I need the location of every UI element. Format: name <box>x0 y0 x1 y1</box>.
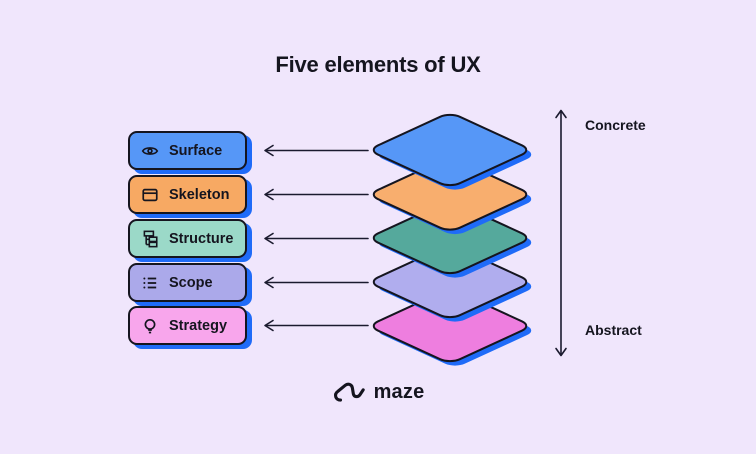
label-chip-surface: Surface <box>128 131 247 170</box>
layer-label: Scope <box>169 274 213 291</box>
list-icon <box>141 274 159 292</box>
maze-logo-icon <box>332 380 366 405</box>
layer-label: Surface <box>169 142 223 159</box>
maze-logo: maze <box>0 380 756 405</box>
page-title: Five elements of UX <box>275 52 481 77</box>
arrow-surface <box>264 144 369 157</box>
layer-arrows <box>264 144 369 332</box>
arrow-skeleton <box>264 188 369 201</box>
label-chip-structure: Structure <box>128 219 247 258</box>
arrow-scope <box>264 276 369 289</box>
axis-label-abstract: Abstract <box>585 322 642 338</box>
layer-label: Strategy <box>169 317 228 334</box>
arrow-structure <box>264 232 369 245</box>
concrete-abstract-axis <box>555 109 567 357</box>
arrow-strategy <box>264 319 369 332</box>
label-chip-scope: Scope <box>128 263 247 302</box>
maze-logo-text: maze <box>373 381 425 403</box>
label-chip-skeleton: Skeleton <box>128 175 247 214</box>
sitemap-icon <box>141 230 159 248</box>
axis-arrowhead-up <box>555 109 567 119</box>
diamond-surface <box>368 112 532 190</box>
label-chip-strategy: Strategy <box>128 306 247 345</box>
diamond-stack <box>368 112 532 366</box>
layer-label: Structure <box>169 230 234 247</box>
lightbulb-icon <box>141 317 159 335</box>
layer-label: Skeleton <box>169 186 230 203</box>
eye-icon <box>141 142 159 160</box>
browser-window-icon <box>141 186 159 204</box>
axis-label-concrete: Concrete <box>585 117 646 133</box>
axis-arrowhead-down <box>555 347 567 357</box>
